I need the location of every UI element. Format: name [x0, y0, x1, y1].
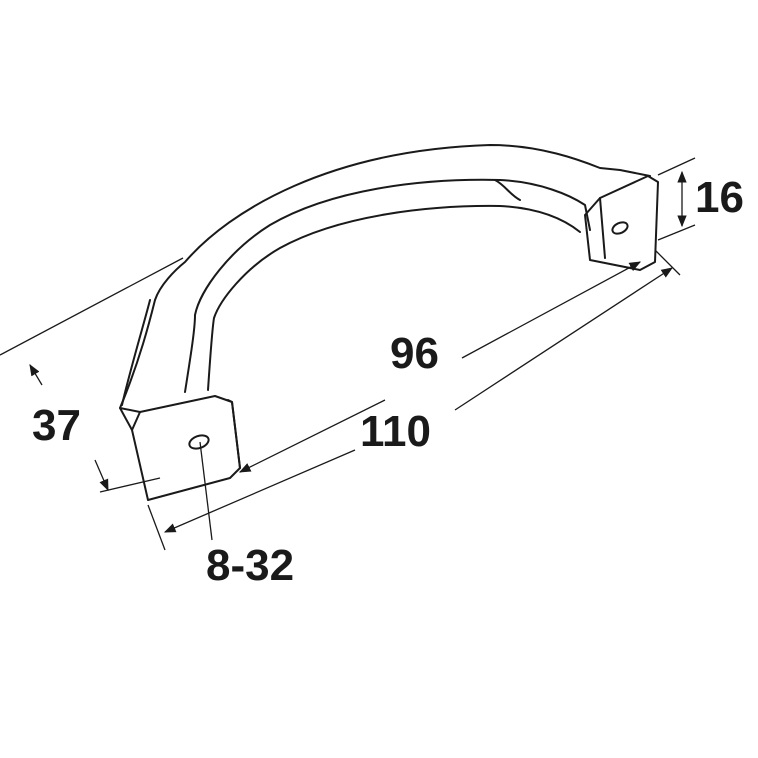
dimension-lines: [0, 157, 696, 551]
dim-hole-centers-label: 96: [390, 329, 439, 378]
dim-overall-length-label: 110: [360, 407, 431, 456]
dim-projection-label: 37: [32, 401, 81, 450]
dim-thread-label: 8-32: [206, 541, 294, 590]
right-screw-hole: [611, 221, 629, 235]
left-screw-hole: [188, 434, 210, 450]
dim-height-label: 16: [695, 173, 744, 222]
